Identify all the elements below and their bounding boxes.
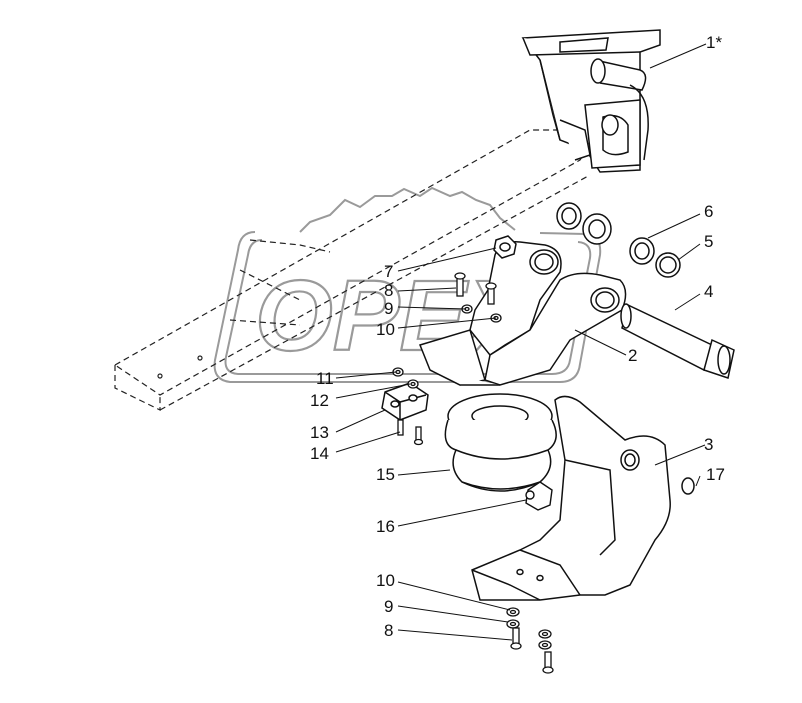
callout-15: 15	[376, 465, 395, 484]
part-1-frame-bracket	[521, 29, 661, 173]
callout-1: 1*	[706, 33, 723, 52]
part-3-lower-bracket	[471, 395, 671, 601]
part-7-nut	[493, 235, 517, 259]
callout-3: 3	[704, 435, 714, 454]
part-4-pivot-bolt	[620, 303, 735, 379]
part-15-air-spring	[444, 393, 557, 492]
rail-hole	[197, 355, 203, 361]
callout-5: 5	[704, 232, 714, 251]
callout-12: 12	[310, 391, 329, 410]
callout-7: 7	[384, 262, 394, 281]
part-14-bolts	[397, 419, 424, 446]
part-6-bushing	[556, 202, 655, 265]
callout-9-upper: 9	[384, 299, 394, 318]
watermark-gear-top	[299, 186, 516, 233]
callout-13: 13	[310, 423, 329, 442]
rail-hole	[157, 373, 163, 379]
callout-10-upper: 10	[376, 320, 395, 339]
part-5-washer	[655, 252, 681, 278]
callout-17: 17	[706, 465, 725, 484]
callout-8-lower: 8	[384, 621, 394, 640]
callout-2: 2	[628, 346, 638, 365]
part-17-ring	[681, 477, 695, 495]
part-16-air-fitting	[525, 481, 553, 511]
callout-8-upper: 8	[384, 281, 394, 300]
callout-16: 16	[376, 517, 395, 536]
callout-9-lower: 9	[384, 597, 394, 616]
callout-6: 6	[704, 202, 714, 221]
callout-14: 14	[310, 444, 329, 463]
callout-10-lower: 10	[376, 571, 395, 590]
part-9-10-washers-lower	[506, 607, 552, 650]
part-2-lever-arm	[418, 241, 627, 386]
part-13-clamp-block	[381, 382, 429, 421]
part-9-10-washers-upper	[461, 304, 502, 323]
callout-11: 11	[316, 369, 334, 388]
part-8-bolt-upper	[454, 272, 497, 305]
callout-4: 4	[704, 282, 714, 301]
part-8-bolts-lower	[510, 627, 554, 674]
leader-lines	[335, 43, 707, 641]
